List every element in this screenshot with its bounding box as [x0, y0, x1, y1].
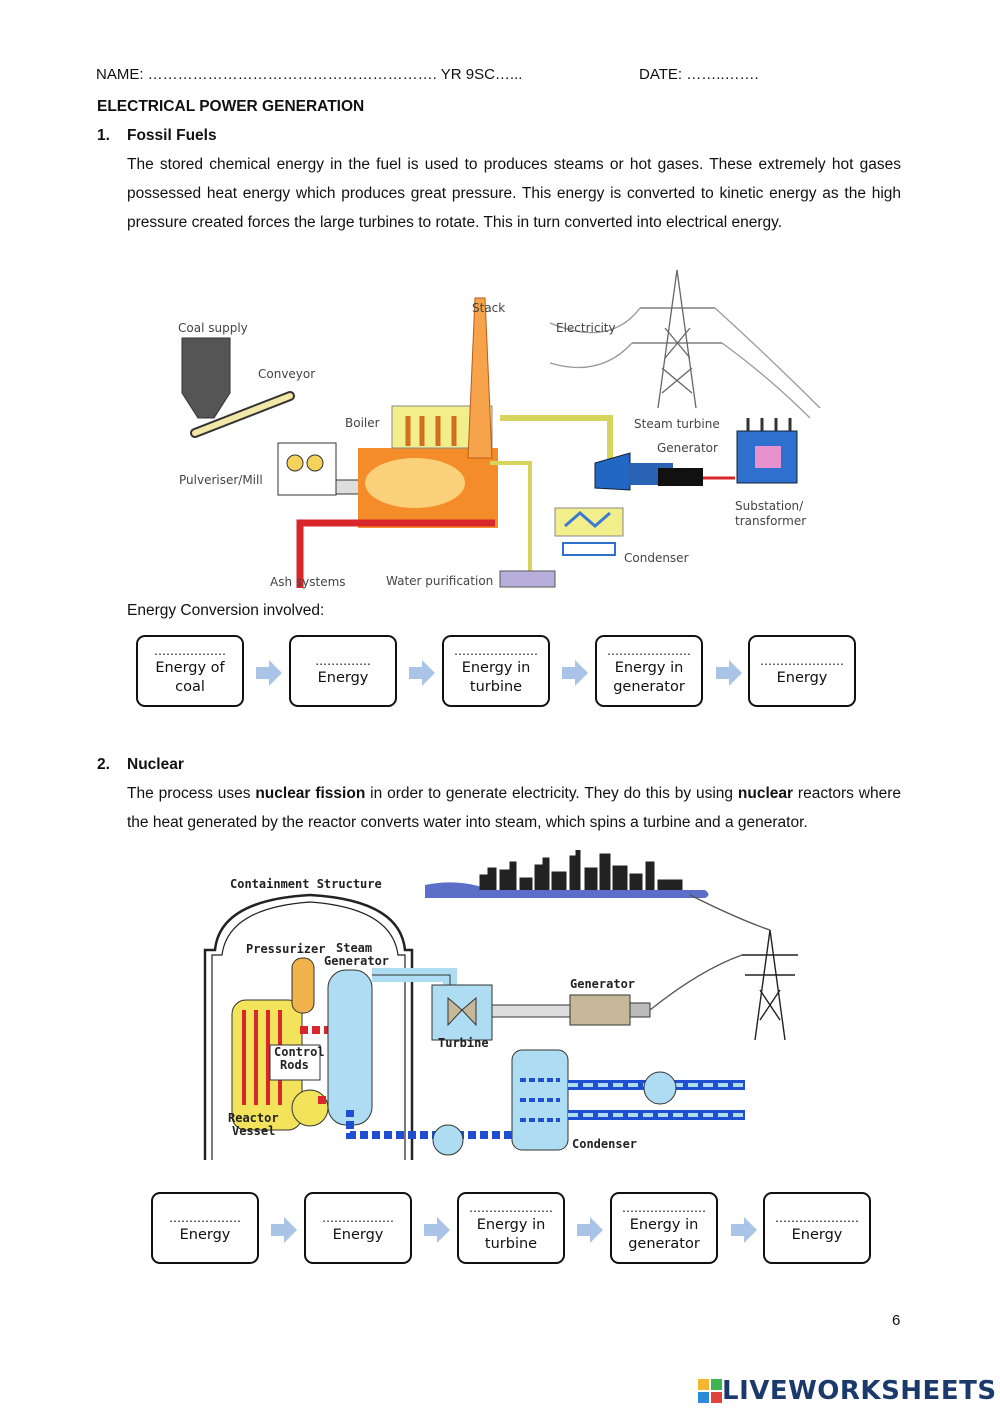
- label-transformer: transformer: [735, 514, 806, 528]
- conversion-label: Energy Conversion involved:: [127, 602, 325, 619]
- page-number: 6: [892, 1312, 901, 1329]
- section1-paragraph: The stored chemical energy in the fuel i…: [127, 156, 901, 231]
- conveyor-icon: [190, 391, 295, 438]
- label-coal-supply: Coal supply: [178, 321, 248, 335]
- section2-paragraph: The process uses nuclear fission in orde…: [127, 785, 901, 831]
- arrow-right-icon: [716, 660, 742, 686]
- label-rods: Rods: [280, 1058, 309, 1072]
- label-boiler: Boiler: [345, 416, 380, 430]
- section1-number: 1.: [97, 127, 110, 144]
- label-substation: Substation/: [735, 499, 804, 513]
- pylon-icon: [649, 894, 798, 1041]
- label-generator: Generator: [570, 977, 635, 991]
- arrow-right-icon: [271, 1217, 297, 1243]
- label-containment: Containment Structure: [230, 877, 382, 891]
- nuclear-box-1: ………………Energy: [151, 1192, 259, 1264]
- label-generator: Generator: [657, 441, 718, 455]
- label-steam-generator: Generator: [324, 954, 389, 968]
- section2-heading: Nuclear: [127, 756, 184, 773]
- label-vessel: Vessel: [232, 1124, 275, 1138]
- fossil-fuel-diagram: Coal supply Conveyor Stack Electricity B…: [178, 269, 821, 589]
- page-title: ELECTRICAL POWER GENERATION: [97, 98, 365, 115]
- arrow-right-icon: [256, 660, 282, 686]
- label-pulveriser: Pulveriser/Mill: [179, 473, 263, 487]
- logo-grid-icon: [698, 1379, 722, 1403]
- label-conveyor: Conveyor: [258, 367, 315, 381]
- label-condenser: Condenser: [624, 551, 689, 565]
- arrow-right-icon: [562, 660, 588, 686]
- label-ash-systems: Ash systems: [270, 575, 346, 589]
- label-steam-turbine: Steam turbine: [634, 417, 720, 431]
- name-line: NAME: …………………………………………………. YR 9SC…...: [96, 66, 523, 83]
- label-control: Control: [274, 1045, 325, 1059]
- label-condenser: Condenser: [572, 1137, 637, 1151]
- label-water-purification: Water purification: [386, 574, 493, 588]
- city-skyline-icon: [425, 850, 709, 898]
- nuclear-diagram: Containment Structure Pressurizer Steam …: [203, 850, 798, 1160]
- arrow-right-icon: [577, 1217, 603, 1243]
- section1-heading: Fossil Fuels: [127, 127, 217, 144]
- label-pressurizer: Pressurizer: [246, 942, 325, 956]
- label-steam: Steam: [336, 941, 372, 955]
- nuclear-box-5: …………………Energy: [763, 1192, 871, 1264]
- arrow-right-icon: [409, 660, 435, 686]
- arrow-right-icon: [424, 1217, 450, 1243]
- liveworksheets-logo[interactable]: LIVEWORKSHEETS: [698, 1376, 997, 1406]
- fossil-box-2: …………..Energy: [289, 635, 397, 707]
- pylon-icon: [549, 269, 821, 419]
- label-stack: Stack: [472, 301, 505, 315]
- label-reactor: Reactor: [228, 1111, 279, 1125]
- arrow-right-icon: [731, 1217, 757, 1243]
- date-line: DATE: ……..…….: [639, 66, 759, 83]
- fossil-box-5: …………………Energy: [748, 635, 856, 707]
- label-electricity: Electricity: [556, 321, 616, 335]
- section2-number: 2.: [97, 756, 110, 773]
- label-turbine: Turbine: [438, 1036, 489, 1050]
- logo-text: LIVEWORKSHEETS: [722, 1376, 997, 1406]
- nuclear-box-2: ………………Energy: [304, 1192, 412, 1264]
